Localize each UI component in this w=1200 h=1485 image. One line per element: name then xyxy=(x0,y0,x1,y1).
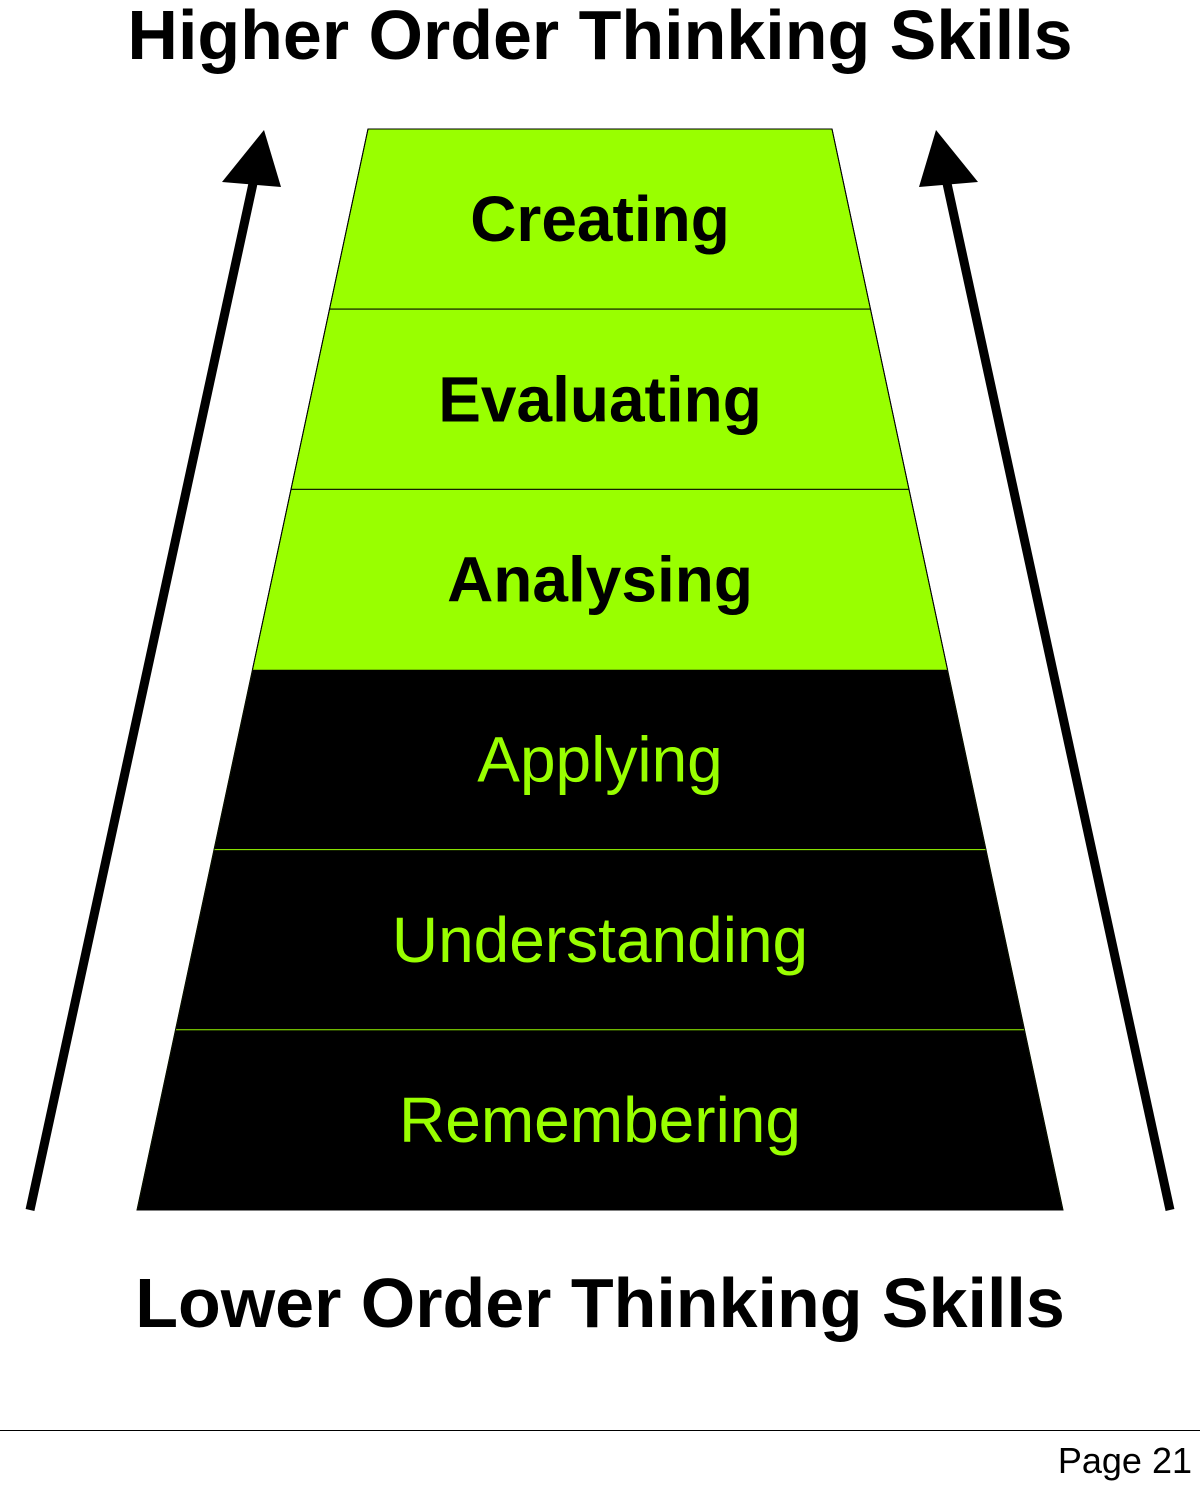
right-arrow-shaft xyxy=(938,164,1175,1211)
level-label-creating: Creating xyxy=(470,183,730,255)
level-label-understanding: Understanding xyxy=(392,904,808,976)
blooms-taxonomy-diagram: CreatingEvaluatingAnalysingApplyingUnder… xyxy=(25,128,1175,1211)
left-arrow-head-icon xyxy=(222,130,281,187)
level-label-analysing: Analysing xyxy=(447,543,753,615)
lower-order-heading: Lower Order Thinking Skills xyxy=(135,1264,1065,1342)
right-arrow-head-icon xyxy=(919,130,978,187)
level-label-evaluating: Evaluating xyxy=(438,363,762,435)
pyramid-outline xyxy=(136,128,1064,1211)
pyramid-levels: CreatingEvaluatingAnalysingApplyingUnder… xyxy=(136,128,1064,1211)
page-number: Page 21 xyxy=(1057,1440,1192,1481)
footer-divider xyxy=(0,1430,1200,1431)
arrows xyxy=(25,130,1175,1211)
higher-order-heading: Higher Order Thinking Skills xyxy=(127,0,1073,74)
level-label-remembering: Remembering xyxy=(399,1084,801,1156)
left-arrow-shaft xyxy=(25,164,262,1211)
level-label-applying: Applying xyxy=(477,724,723,796)
